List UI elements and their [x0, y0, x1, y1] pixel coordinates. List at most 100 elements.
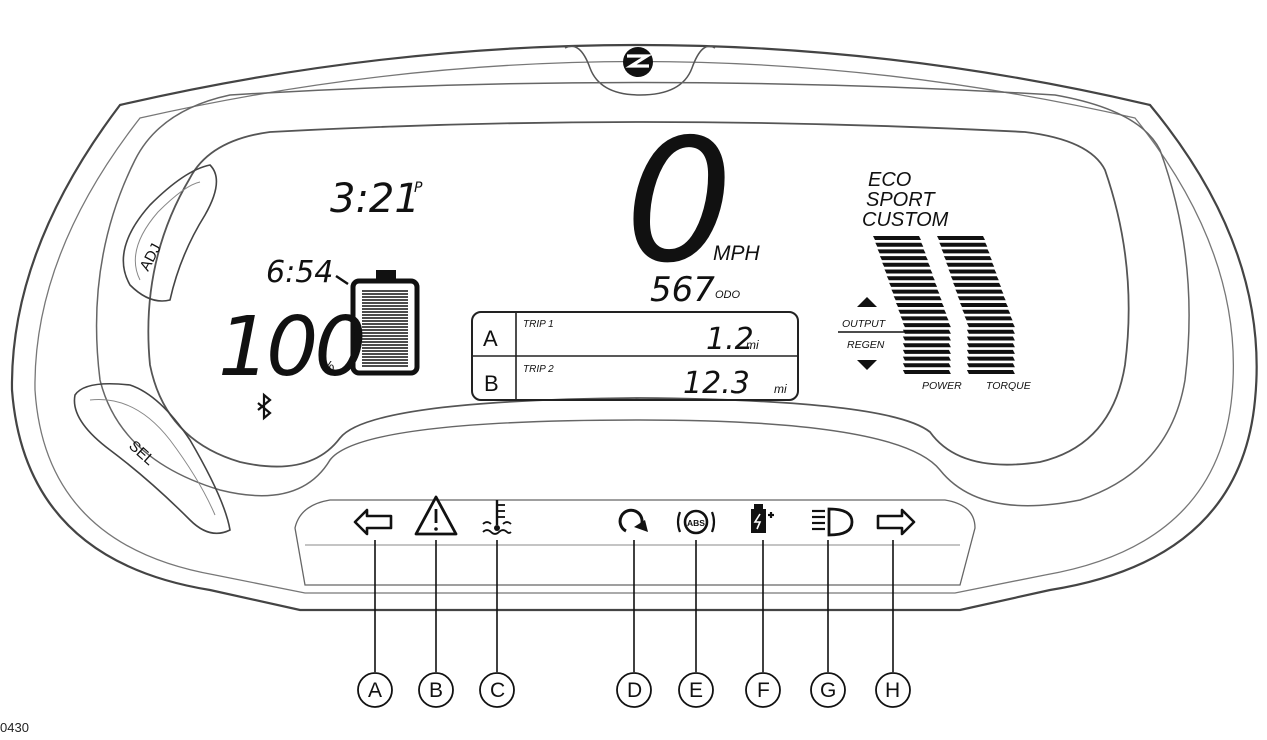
torque-bar-segment — [953, 282, 1002, 287]
torque-bar-segment — [966, 323, 1015, 328]
callout-e: E — [678, 672, 714, 708]
display-bezel — [95, 81, 1190, 507]
power-bar-segment — [902, 356, 951, 361]
callout-h: H — [875, 672, 911, 708]
abs-icon-text: ABS — [687, 518, 705, 528]
torque-bar-segment — [962, 309, 1011, 314]
trip-b-value: 12.3 — [683, 366, 750, 401]
power-bar-segment — [884, 269, 933, 274]
battery-fill — [362, 290, 408, 367]
output-label: OUTPUT — [842, 318, 887, 330]
torque-bar-segment — [943, 256, 992, 261]
torque-bar-segment — [966, 356, 1015, 361]
torque-bar-graph — [937, 236, 1015, 374]
torque-bar-segment — [966, 336, 1015, 341]
right-turn-arrow-icon — [876, 508, 916, 536]
housing-inner — [34, 60, 1235, 594]
power-bar-segment — [902, 343, 951, 348]
power-bar-segment — [893, 296, 942, 301]
power-bar-segment — [902, 323, 951, 328]
power-bar-segment — [889, 282, 938, 287]
display-glass — [147, 121, 1130, 468]
left-turn-arrow-icon — [353, 508, 393, 536]
power-bar-segment — [882, 262, 931, 267]
power-bar-segment — [886, 276, 935, 281]
power-bar-segment — [902, 349, 951, 354]
callout-lines — [374, 540, 894, 672]
torque-bar-segment — [937, 236, 985, 240]
callout-f: F — [745, 672, 781, 708]
torque-label: TORQUE — [986, 380, 1032, 392]
callout-b-letter: B — [429, 679, 443, 702]
mode-sport: SPORT — [866, 189, 936, 211]
torque-bar-segment — [955, 289, 1004, 294]
power-bar-segment — [902, 370, 951, 374]
power-bar-graph — [873, 236, 951, 374]
torque-bar-segment — [957, 296, 1006, 301]
sel-button[interactable]: SEL — [73, 382, 231, 535]
output-up-arrow-icon — [857, 297, 877, 307]
figure-number: 0430 — [0, 720, 29, 735]
coolant-temperature-icon — [482, 500, 512, 535]
power-bar-segment — [875, 242, 924, 247]
torque-bar-segment — [966, 343, 1015, 348]
battery-gauge — [350, 270, 420, 376]
callout-c-letter: C — [490, 679, 505, 702]
power-bar-segment — [879, 256, 928, 261]
battery-charge-icon — [751, 504, 774, 533]
mode-custom: CUSTOM — [862, 209, 949, 231]
high-beam-icon — [812, 507, 854, 537]
callout-e-letter: E — [689, 679, 703, 702]
trip-b-key: B — [484, 371, 499, 396]
speed-unit: MPH — [713, 242, 761, 265]
regen-down-arrow-icon — [857, 360, 877, 370]
callout-a: A — [357, 672, 393, 708]
trip-panel: A TRIP 1 1.2 mi B TRIP 2 12.3 mi — [471, 311, 799, 401]
trip-a-label: TRIP 1 — [523, 319, 554, 330]
clock-ampm: P — [414, 180, 423, 196]
trip-b-unit: mi — [774, 382, 787, 396]
range-pointer — [335, 274, 349, 286]
callout-g: G — [810, 672, 846, 708]
abs-icon: ABS — [676, 509, 716, 535]
trip-a-value: 1.2 — [706, 322, 754, 357]
trip-a-unit: mi — [746, 338, 759, 352]
regen-label: REGEN — [847, 339, 885, 351]
power-bar-segment — [902, 329, 951, 334]
housing-outer — [10, 43, 1258, 612]
callout-a-letter: A — [368, 679, 382, 702]
torque-bar-segment — [966, 349, 1015, 354]
power-bar-segment — [877, 249, 926, 254]
callout-h-letter: H — [885, 679, 900, 702]
torque-bar-segment — [941, 249, 990, 254]
trip-a-key: A — [483, 326, 498, 351]
torque-bar-segment — [960, 303, 1008, 307]
power-bar-segment — [891, 289, 940, 294]
callout-f-letter: F — [757, 679, 770, 702]
bluetooth-icon — [257, 392, 272, 421]
battery-percent: 100 — [218, 300, 363, 395]
odometer-value: 567 — [650, 270, 715, 310]
callout-c: C — [479, 672, 515, 708]
power-bar-segment — [896, 303, 944, 307]
torque-bar-segment — [948, 269, 997, 274]
power-label: POWER — [922, 380, 962, 392]
callout-g-letter: G — [820, 679, 836, 702]
logo-bump — [564, 45, 716, 96]
torque-bar-segment — [966, 363, 1015, 368]
sel-button-label: SEL — [125, 437, 157, 469]
power-bar-segment — [902, 363, 951, 368]
adj-button[interactable]: ADJ — [122, 164, 218, 302]
power-bar-segment — [902, 336, 951, 341]
indicator-ledge — [294, 499, 976, 586]
torque-bar-segment — [964, 316, 1013, 321]
refresh-icon — [618, 508, 648, 533]
power-bar-segment — [900, 316, 949, 321]
mode-eco: ECO — [868, 169, 911, 191]
trip-b-label: TRIP 2 — [523, 364, 554, 375]
power-bar-segment — [898, 309, 947, 314]
torque-bar-segment — [966, 329, 1015, 334]
brand-logo-icon — [623, 47, 653, 77]
torque-bar-segment — [939, 242, 988, 247]
